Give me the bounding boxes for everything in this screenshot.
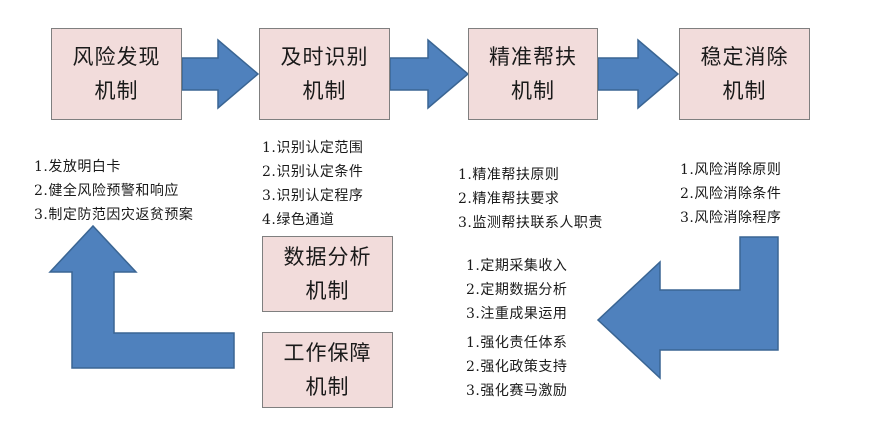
list-item: 3.监测帮扶联系人职责: [458, 215, 603, 231]
list-item: 2.风险消除条件: [680, 186, 782, 202]
list-item: 1.发放明白卡: [34, 159, 121, 175]
box-subtitle: 机制: [94, 79, 139, 103]
assistance-list: 1.精准帮扶原则 2.精准帮扶要求 3.监测帮扶联系人职责: [458, 163, 603, 235]
precise-assistance-mechanism-box: 精准帮扶 机制: [468, 28, 598, 120]
box-title: 风险发现: [72, 45, 161, 69]
list-item: 3.制定防范因灾返贫预案: [34, 207, 194, 223]
box-title: 精准帮扶: [489, 45, 577, 69]
data-analysis-list: 1.定期采集收入 2.定期数据分析 3.注重成果运用: [466, 254, 567, 326]
list-item: 2.识别认定条件: [262, 164, 364, 180]
bent-arrow-down-left-icon: [596, 236, 779, 380]
list-item: 1.定期采集收入: [466, 258, 568, 274]
list-item: 2.精准帮扶要求: [458, 191, 560, 207]
right-arrow-1-icon: [181, 38, 260, 110]
work-guarantee-list: 1.强化责任体系 2.强化政策支持 3.强化赛马激励: [466, 331, 567, 403]
box-title: 工作保障: [283, 341, 372, 365]
list-item: 1.精准帮扶原则: [458, 167, 560, 183]
box-title: 及时识别: [280, 45, 369, 69]
right-arrow-3-icon: [597, 38, 680, 110]
work-guarantee-mechanism-box: 工作保障 机制: [262, 332, 393, 408]
bent-arrow-left-up-icon: [48, 224, 235, 369]
box-title: 数据分析: [283, 245, 372, 269]
right-arrow-2-icon: [389, 38, 470, 110]
data-analysis-mechanism-box: 数据分析 机制: [262, 236, 393, 312]
elimination-list: 1.风险消除原则 2.风险消除条件 3.风险消除程序: [680, 158, 781, 230]
risk-discovery-mechanism-box: 风险发现 机制: [51, 28, 182, 120]
identification-list: 1.识别认定范围 2.识别认定条件 3.识别认定程序 4.绿色通道: [262, 136, 363, 232]
box-subtitle: 机制: [305, 375, 350, 399]
list-item: 2.强化政策支持: [466, 359, 568, 375]
list-item: 1.风险消除原则: [680, 162, 782, 178]
box-title: 稳定消除: [700, 45, 789, 69]
box-subtitle: 机制: [511, 79, 555, 103]
box-subtitle: 机制: [305, 279, 350, 303]
list-item: 3.识别认定程序: [262, 188, 364, 204]
list-item: 2.定期数据分析: [466, 282, 568, 298]
box-subtitle: 机制: [302, 79, 347, 103]
discovery-list: 1.发放明白卡 2.健全风险预警和响应 3.制定防范因灾返贫预案: [34, 155, 193, 227]
timely-identification-mechanism-box: 及时识别 机制: [259, 28, 390, 120]
box-subtitle: 机制: [722, 79, 767, 103]
list-item: 3.注重成果运用: [466, 306, 568, 322]
list-item: 2.健全风险预警和响应: [34, 183, 179, 199]
list-item: 3.强化赛马激励: [466, 383, 568, 399]
list-item: 1.强化责任体系: [466, 335, 568, 351]
list-item: 3.风险消除程序: [680, 210, 782, 226]
list-item: 4.绿色通道: [262, 212, 335, 228]
stable-elimination-mechanism-box: 稳定消除 机制: [679, 28, 810, 120]
list-item: 1.识别认定范围: [262, 140, 364, 156]
